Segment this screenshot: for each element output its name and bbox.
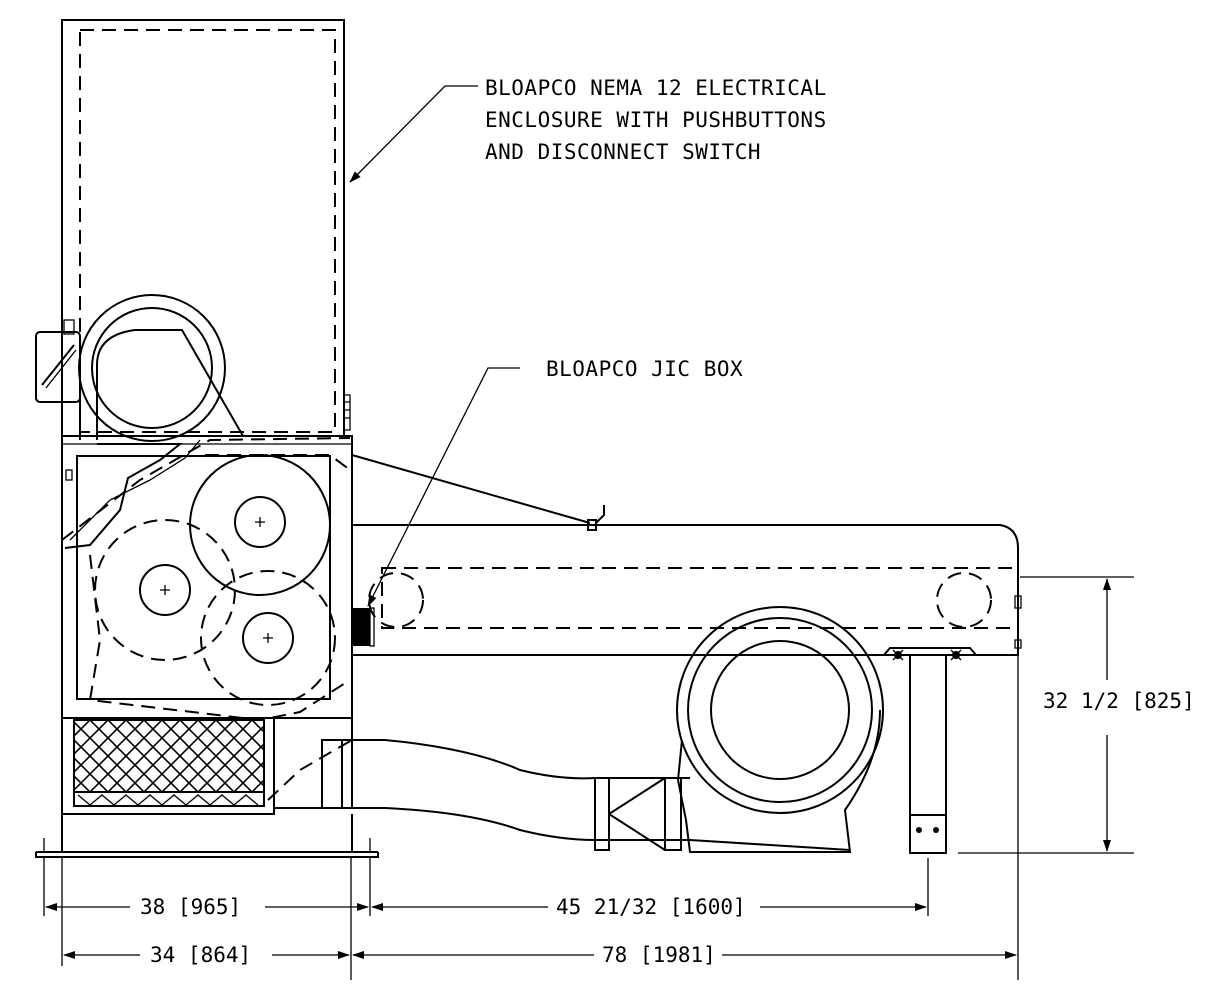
lower-blower bbox=[676, 606, 884, 853]
frame-width-label: 34 [864] bbox=[150, 943, 251, 967]
upper-blower bbox=[78, 294, 244, 442]
filter-box bbox=[61, 717, 353, 815]
height-dimension-label: 32 1/2 [825] bbox=[1043, 689, 1195, 713]
enclosure-callout-line2: ENCLOSURE WITH PUSHBUTTONS bbox=[485, 108, 827, 132]
roller-lower bbox=[200, 570, 336, 706]
jic-box bbox=[352, 607, 375, 647]
base-width-label: 38 [965] bbox=[140, 895, 241, 919]
leg-offset-label: 45 21/32 [1600] bbox=[556, 895, 746, 919]
extension-lines bbox=[43, 656, 1019, 980]
height-dimension bbox=[958, 576, 1134, 854]
support-leg bbox=[883, 647, 977, 854]
base-feet bbox=[35, 814, 379, 858]
roller-upper bbox=[189, 454, 331, 596]
enclosure-callout-line3: AND DISCONNECT SWITCH bbox=[485, 140, 761, 164]
disconnect-handle bbox=[35, 319, 81, 403]
enclosure-callout-line1: BLOAPCO NEMA 12 ELECTRICAL bbox=[485, 76, 827, 100]
enclosure-callout-leader bbox=[349, 85, 478, 183]
roller-left bbox=[94, 519, 236, 661]
overall-length-label: 78 [1981] bbox=[602, 943, 716, 967]
jic-callout-leader bbox=[367, 367, 520, 607]
conveyor-boom bbox=[351, 454, 1022, 656]
jic-box-callout: BLOAPCO JIC BOX bbox=[546, 357, 743, 381]
main-cabinet bbox=[61, 435, 353, 722]
air-duct bbox=[321, 739, 690, 851]
